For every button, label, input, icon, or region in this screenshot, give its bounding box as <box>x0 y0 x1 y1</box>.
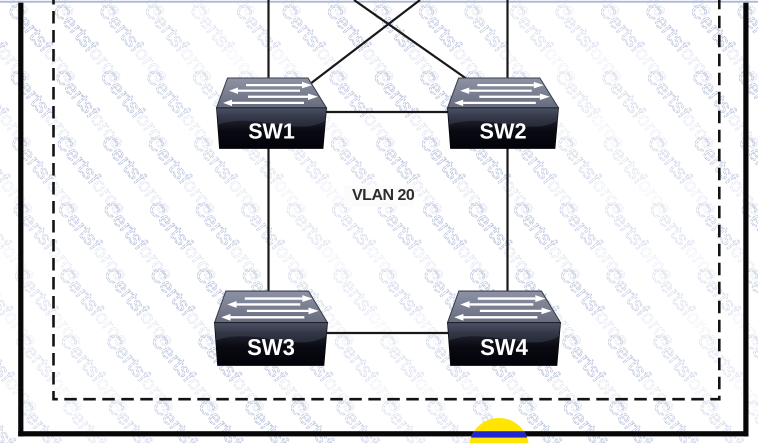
switch-front-gloss <box>214 322 328 343</box>
vlan-label-halo <box>344 185 414 207</box>
switch-front-face <box>447 107 559 149</box>
switch-arrow-head <box>454 99 464 107</box>
switch-arrow-head <box>308 93 318 101</box>
switch-arrow-head <box>302 295 313 302</box>
switch-arrow-head <box>541 307 552 315</box>
switch-arrow-head <box>539 93 550 101</box>
switch-label-sw4: SW4 <box>480 335 528 361</box>
switch-arrow-head <box>460 301 470 308</box>
yellow-circle-marker <box>469 418 529 443</box>
switch-front-face <box>447 322 561 366</box>
switch-arrow-head <box>221 313 231 321</box>
switch-front-gloss <box>216 107 327 127</box>
switch-icon-sw3: SW3 <box>213 290 329 366</box>
switch-arrow-head <box>460 87 470 94</box>
switch-arrow-head <box>533 81 544 89</box>
switch-label-sw1: SW1 <box>248 119 295 143</box>
switch-icon-sw4: SW4 <box>446 290 562 366</box>
switch-arrow-head <box>308 307 319 315</box>
switch-arrow-head <box>454 313 464 321</box>
outer-frame-left <box>18 2 24 437</box>
switch-arrow-head <box>302 81 312 89</box>
switch-label-sw3: SW3 <box>247 335 295 361</box>
dashed-boundary <box>52 0 721 401</box>
switch-front-gloss <box>447 322 561 343</box>
outer-frame-right <box>743 2 749 437</box>
switch-icon-sw1: SW1 <box>215 77 328 149</box>
switch-front-face <box>214 322 328 366</box>
vlan-label: VLAN 20 <box>352 187 415 204</box>
switch-arrow-head <box>229 87 238 94</box>
switch-arrow-head <box>223 99 232 107</box>
switch-icon-sw2: SW2 <box>446 77 560 149</box>
switch-arrow-head <box>227 301 237 308</box>
switch-arrow-head <box>535 295 546 302</box>
blue-stripe-marker <box>469 431 529 438</box>
switch-label-sw2: SW2 <box>479 119 526 143</box>
switch-front-gloss <box>447 107 559 127</box>
link-cross-link-to-sw2 <box>353 0 475 85</box>
link-cross-link-to-sw1 <box>309 0 421 85</box>
outer-frame-bottom <box>18 431 749 437</box>
switch-front-face <box>216 107 327 149</box>
top-rule <box>0 0 758 3</box>
